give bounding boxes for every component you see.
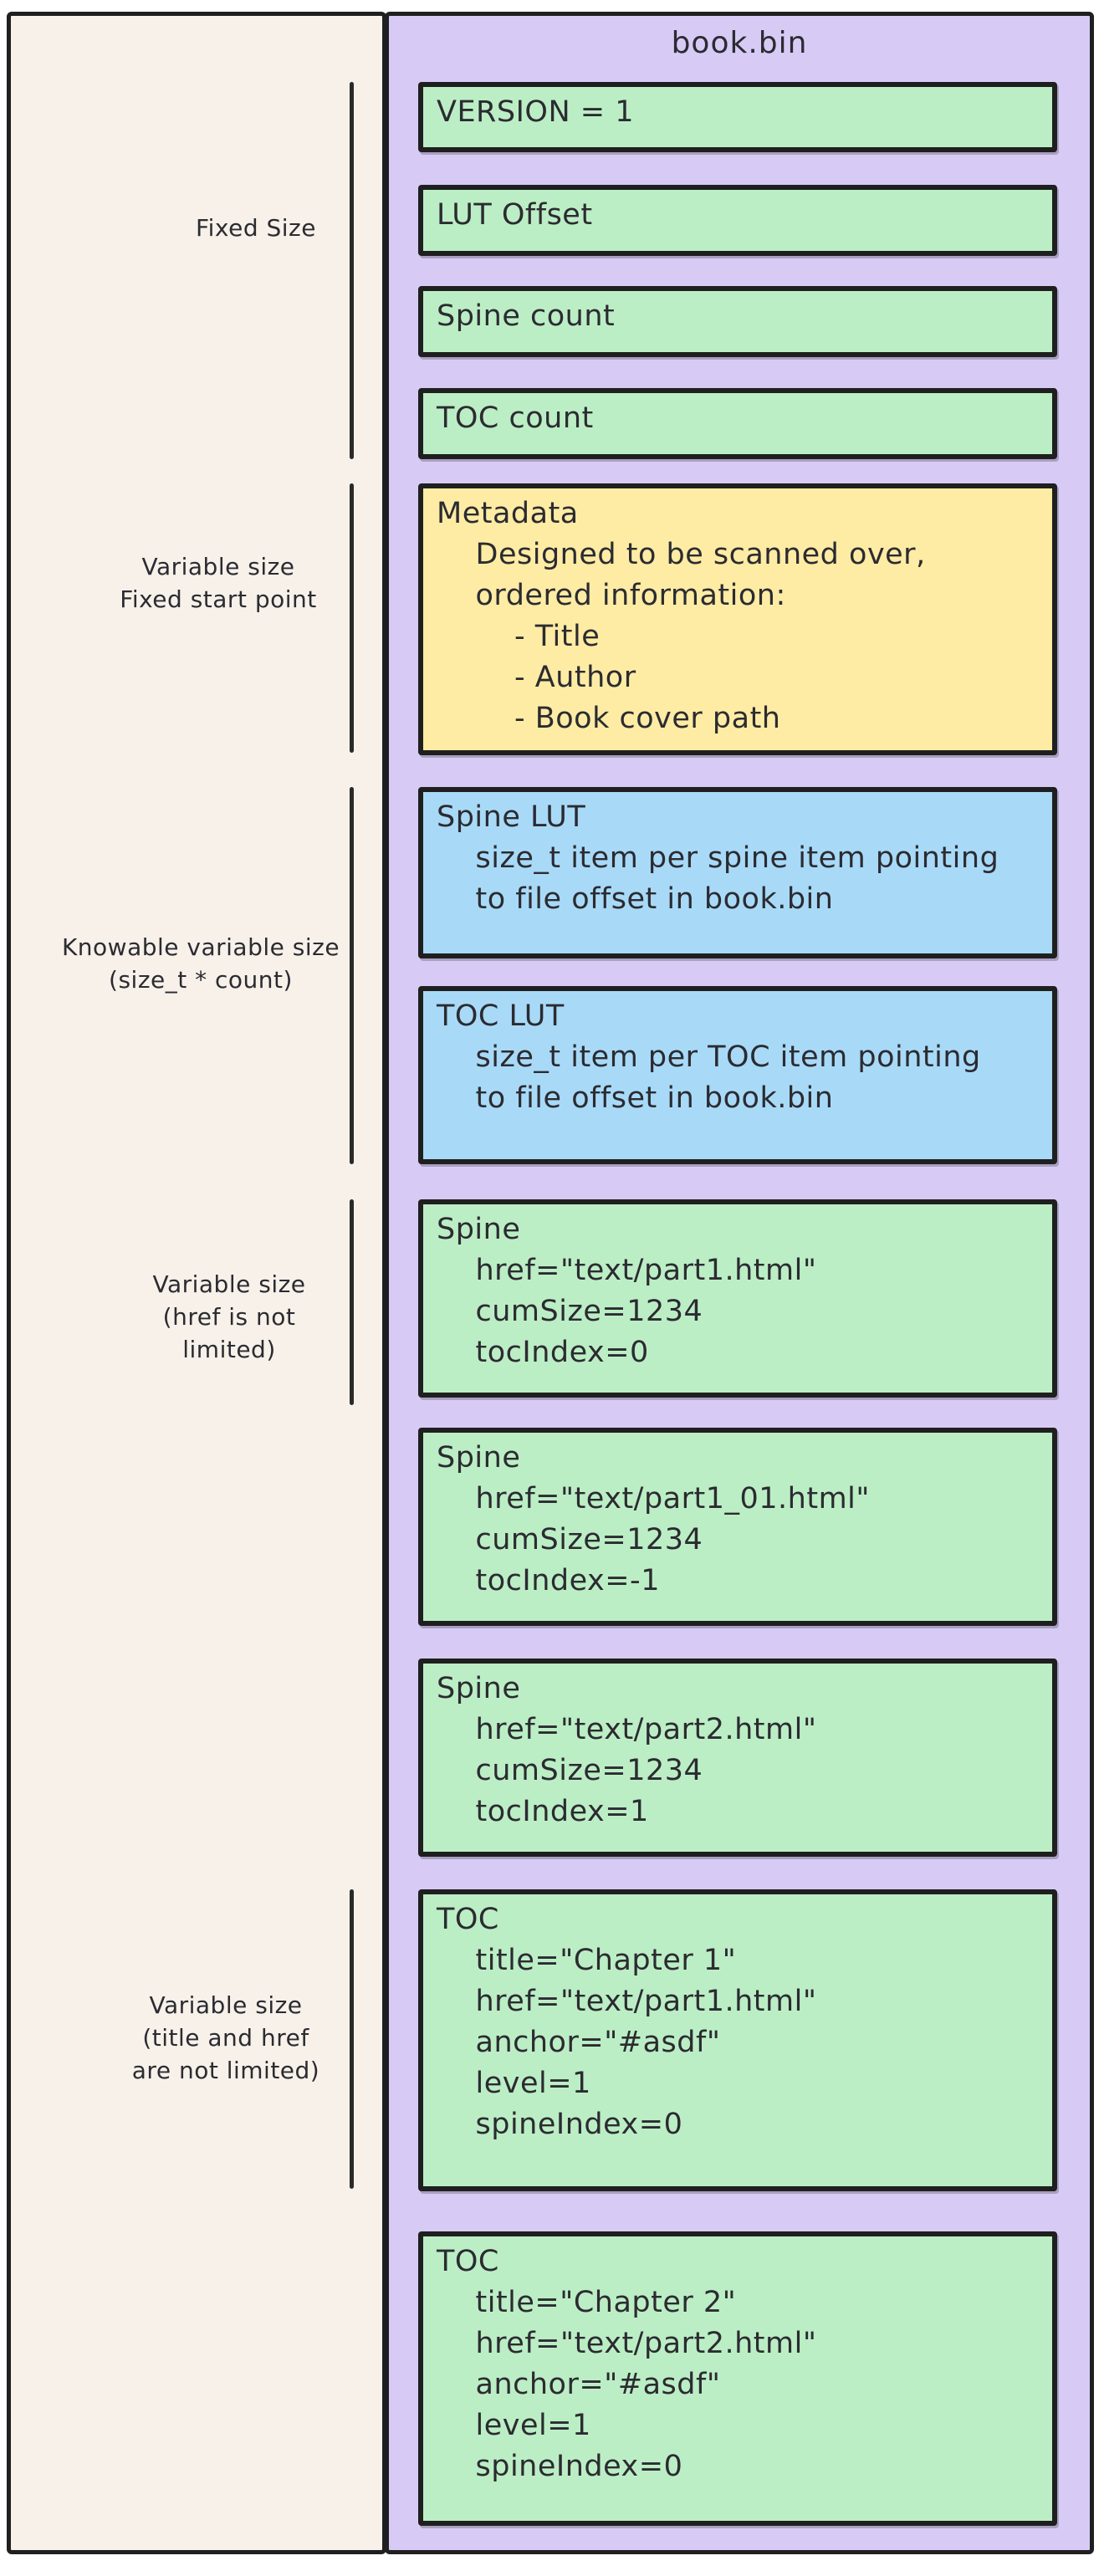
label-variable-size-href: Variable size (href is not limited) xyxy=(152,1270,306,1363)
block-spine-3: Spine href="text/part2.html" cumSize=123… xyxy=(418,1659,1057,1857)
label-variable-size-title-href: Variable size (title and href are not li… xyxy=(131,1991,320,2084)
spine-size-bracket xyxy=(350,1199,354,1405)
block-metadata: Metadata Designed to be scanned over, or… xyxy=(418,483,1057,755)
label-fixed-size: Fixed Size xyxy=(196,214,316,242)
toc-size-bracket xyxy=(350,1889,354,2189)
panel-title: book.bin xyxy=(671,26,808,60)
block-version: VERSION = 1 xyxy=(418,82,1057,152)
block-toc-count: TOC count xyxy=(418,388,1057,459)
block-toc-1: TOC title="Chapter 1" href="text/part1.h… xyxy=(418,1889,1057,2191)
label-knowable-variable-size: Knowable variable size (size_t * count) xyxy=(61,933,340,994)
block-toc-2: TOC title="Chapter 2" href="text/part2.h… xyxy=(418,2231,1057,2526)
block-spine-1: Spine href="text/part1.html" cumSize=123… xyxy=(418,1199,1057,1398)
metadata-size-bracket xyxy=(350,483,354,753)
block-lut-offset: LUT Offset xyxy=(418,185,1057,256)
block-spine-count: Spine count xyxy=(418,286,1057,357)
block-toc-lut: TOC LUT size_t item per TOC item pointin… xyxy=(418,986,1057,1164)
block-spine-2: Spine href="text/part1_01.html" cumSize=… xyxy=(418,1428,1057,1626)
annotation-pane xyxy=(7,12,386,2554)
lut-size-bracket xyxy=(350,787,354,1164)
label-variable-size-fixed-start: Variable size Fixed start point xyxy=(120,553,317,613)
block-spine-lut: Spine LUT size_t item per spine item poi… xyxy=(418,787,1057,958)
fixed-size-bracket xyxy=(350,82,354,459)
